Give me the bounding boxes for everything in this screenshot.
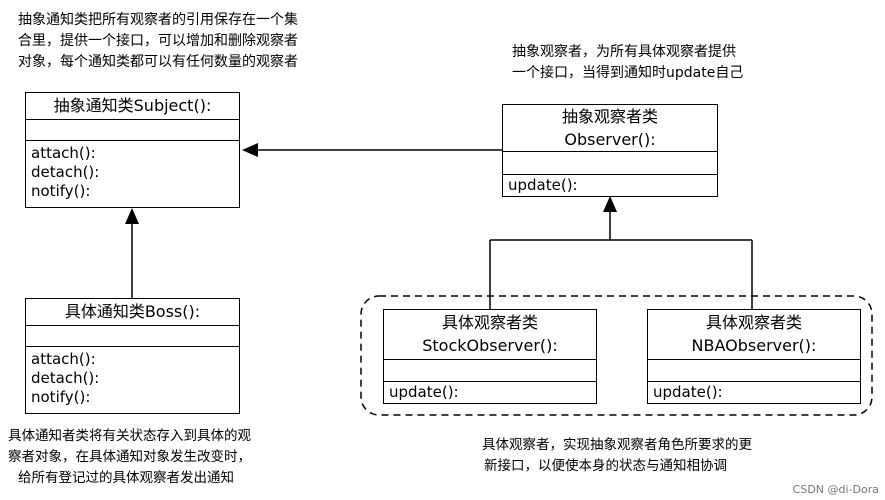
subject-note-line: 对象，每个通知类都可以有任何数量的观察者 (18, 54, 298, 70)
observer-note-line: 抽象观察者，为所有具体观察者提供 (512, 44, 736, 60)
observer-class-name: Observer(): (564, 130, 656, 149)
stock-observer-methods-section: update(): (384, 382, 596, 402)
nba-observer-title-section: 具体观察者类 NBAObserver(): (648, 310, 860, 360)
boss-method: detach(): (31, 369, 100, 387)
subject-method: attach(): (31, 144, 96, 162)
nba-observer-method: update(): (653, 383, 723, 401)
boss-to-subject-arrowhead (125, 208, 139, 224)
subject-note-line: 合里，提供一个接口，可以增加和删除观察者 (18, 33, 298, 49)
observers-to-observer-arrowhead (603, 196, 617, 212)
boss-method: attach(): (31, 350, 96, 368)
boss-class-box: 具体通知类Boss(): attach(): detach(): notify(… (25, 298, 240, 414)
subject-note-line: 抽象通知类把所有观察者的引用保存在一个集 (18, 12, 298, 28)
observer-class-title: 抽象观察者类 (561, 107, 658, 126)
subject-class-title: 抽象通知类Subject(): (26, 93, 239, 120)
stock-observer-method: update(): (389, 383, 459, 401)
observer-method: update(): (508, 176, 578, 194)
nba-observer-attributes-section (648, 360, 860, 382)
stock-observer-class-name: StockObserver(): (422, 336, 558, 355)
subject-method: notify(): (31, 182, 91, 200)
nba-observer-class-box: 具体观察者类 NBAObserver(): update(): (647, 309, 861, 404)
concrete-observers-group (360, 295, 873, 416)
boss-class-title: 具体通知类Boss(): (26, 299, 239, 326)
observer-attributes-section (503, 152, 717, 175)
observer-note-line: 一个接口，当得到通知时update自己 (512, 65, 744, 81)
subject-methods-section: attach(): detach(): notify(): (26, 141, 239, 201)
boss-attributes-section (26, 326, 239, 347)
boss-note-line: 具体通知者类将有关状态存入到具体的观 (8, 428, 251, 444)
observer-title-section: 抽象观察者类 Observer(): (503, 105, 717, 152)
boss-note-line: 给所有登记过的具体观察者发出通知 (18, 470, 234, 486)
nba-observer-methods-section: update(): (648, 382, 860, 402)
observer-note: 抽象观察者，为所有具体观察者提供 一个接口，当得到通知时update自己 (512, 42, 743, 84)
boss-note: 具体通知者类将有关状态存入到具体的观 察者对象，在具体通知对象发生改变时， 给所… (8, 426, 251, 489)
subject-method: detach(): (31, 163, 100, 181)
subject-attributes-section (26, 120, 239, 141)
stock-observer-attributes-section (384, 360, 596, 382)
subject-class-box: 抽象通知类Subject(): attach(): detach(): noti… (25, 92, 240, 208)
observer-methods-section: update(): (503, 175, 717, 195)
nba-observer-class-title: 具体观察者类 (705, 313, 802, 332)
boss-method: notify(): (31, 388, 91, 406)
concrete-observer-note-line: 具体观察者，实现抽象观察者角色所要求的更 (482, 437, 752, 453)
stock-observer-title-section: 具体观察者类 StockObserver(): (384, 310, 596, 360)
watermark: CSDN @di-Dora (792, 483, 879, 496)
concrete-observer-note: 具体观察者，实现抽象观察者角色所要求的更 新接口，以便使本身的状态与通知相协调 (482, 435, 752, 477)
boss-methods-section: attach(): detach(): notify(): (26, 347, 239, 407)
concrete-observer-note-line: 新接口，以便使本身的状态与通知相协调 (484, 458, 727, 474)
subject-note: 抽象通知类把所有观察者的引用保存在一个集 合里，提供一个接口，可以增加和删除观察… (18, 10, 298, 73)
boss-note-line: 察者对象，在具体通知对象发生改变时， (8, 449, 251, 465)
stock-observer-class-box: 具体观察者类 StockObserver(): update(): (383, 309, 597, 404)
observer-to-subject-arrowhead (242, 143, 258, 157)
observer-class-box: 抽象观察者类 Observer(): update(): (502, 104, 718, 197)
nba-observer-class-name: NBAObserver(): (691, 336, 817, 355)
stock-observer-class-title: 具体观察者类 (441, 313, 538, 332)
